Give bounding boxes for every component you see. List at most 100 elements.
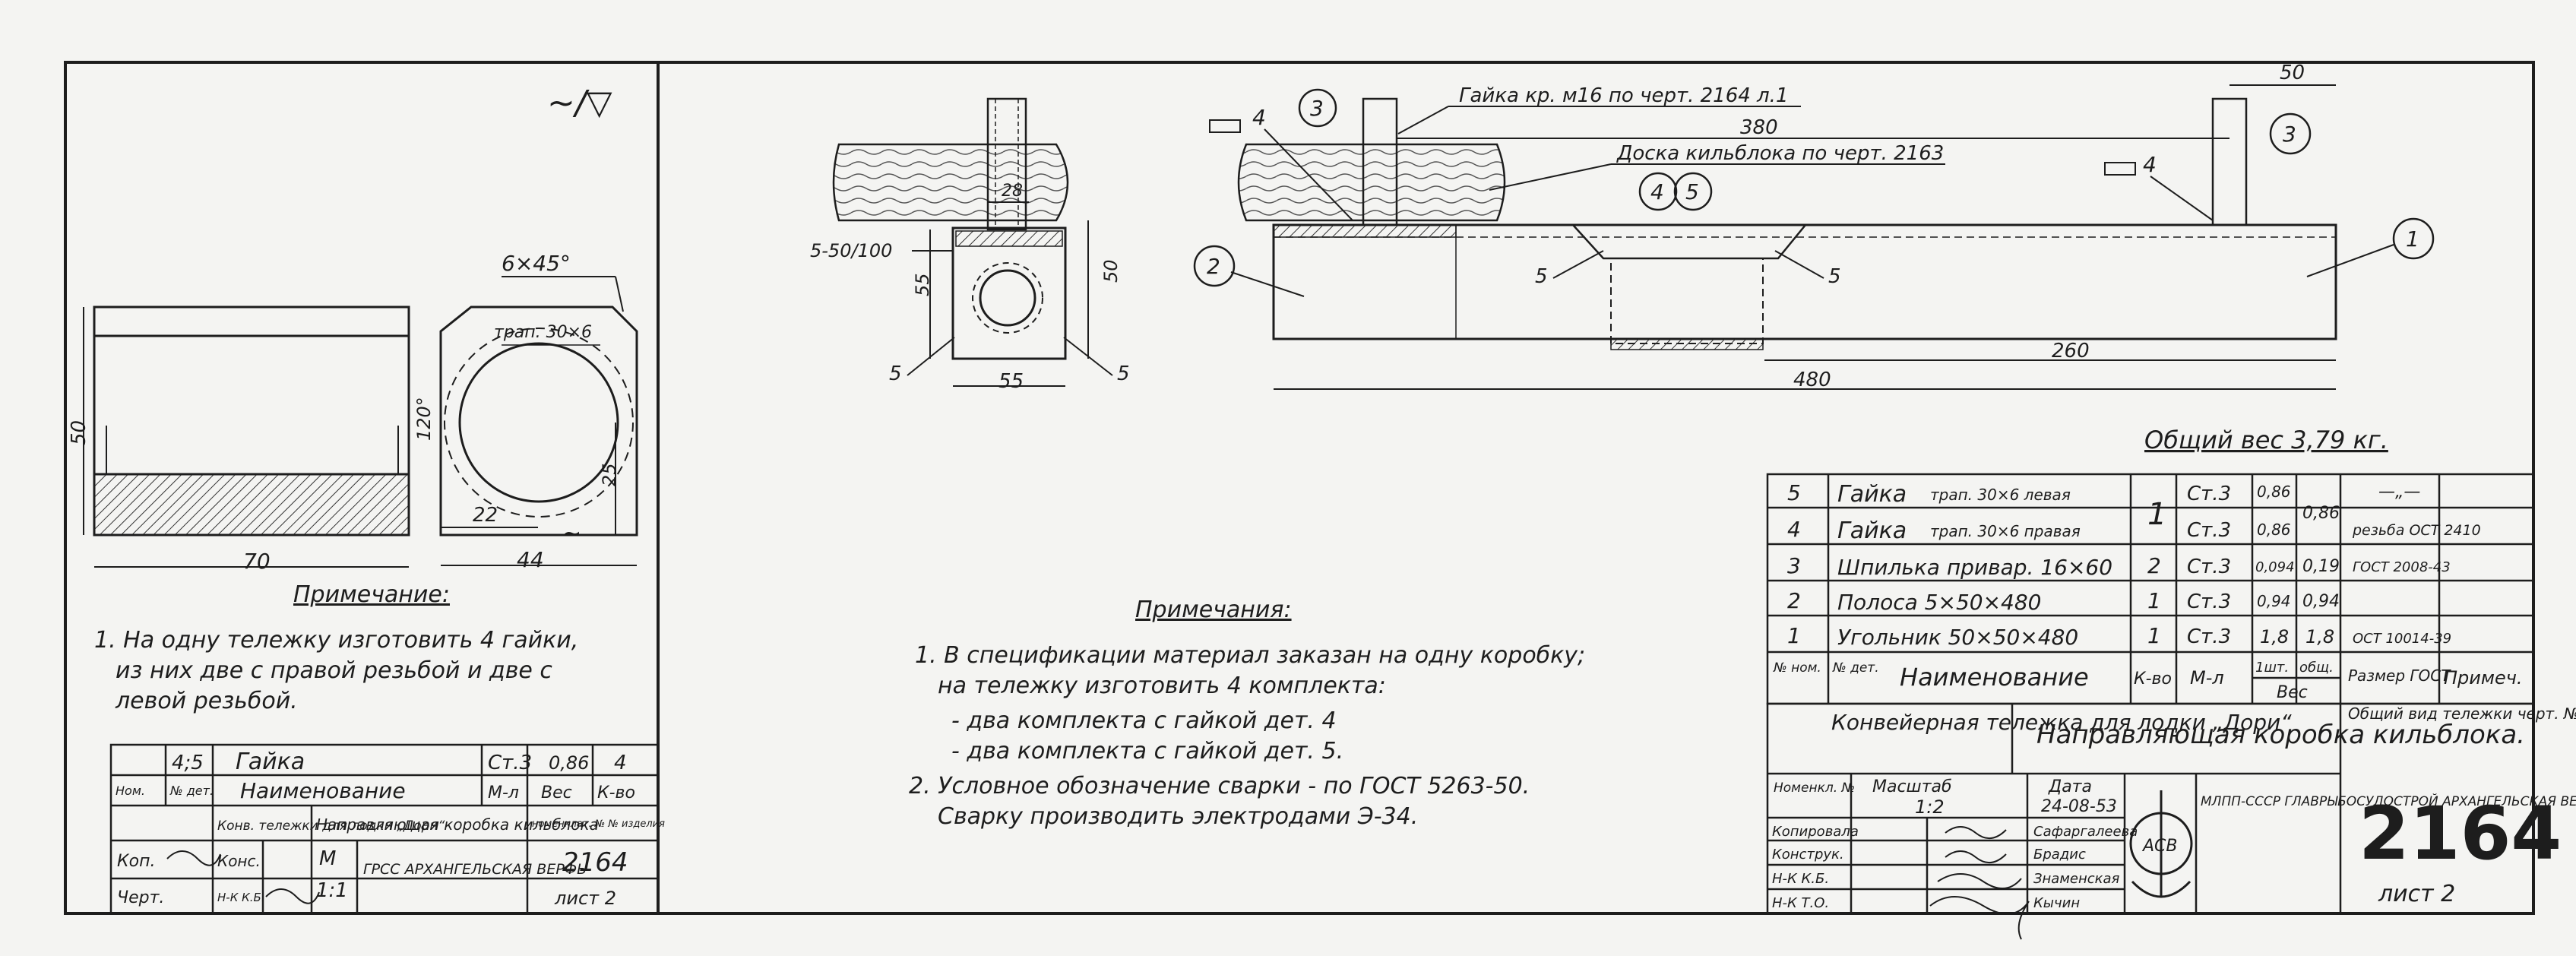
left-nk-label: Н-К К.Б. (217, 891, 265, 904)
role-copied: Копировала (1772, 824, 1859, 840)
tilde-mark: ~ (562, 521, 581, 547)
spec-hdr-name: Наименование (1900, 663, 2089, 692)
spec-w1-2: 0,94 (2257, 592, 2291, 610)
spec-mat-1: Ст.3 (2187, 625, 2231, 648)
title-scale-label: Масштаб (1872, 777, 1952, 796)
ref-mark-3-right: 3 (2283, 122, 2296, 147)
left-hdr-det: № дет. (169, 783, 214, 798)
spec-w1-1: 1,8 (2260, 626, 2289, 647)
spec-rows: 5 Гайка трап. 30×6 левая 1 Ст.3 0,86 0,8… (1787, 480, 2481, 650)
left-hdr-ml: М-л (488, 783, 519, 802)
title-general-view: Общий вид тележки черт. № 2163 (2348, 704, 2576, 723)
left-row-name: Гайка (236, 749, 305, 775)
left-drawing-number: 2164 (562, 847, 628, 878)
left-sheet-number: лист 2 (554, 888, 616, 909)
notes-line-1: 1. В спецификации материал заказан на од… (915, 642, 1585, 669)
spec-w2-3: 0,19 (2302, 557, 2340, 576)
spec-hdr-mat: М-л (2190, 667, 2224, 689)
ref-mark-4-center: 4 (1650, 179, 1664, 204)
left-note-line-2: из них две с правой резьбой и две с (116, 657, 552, 684)
role-designer: Конструк. (1772, 847, 1844, 863)
notes-line-5: 2. Условное обозначение сварки - по ГОСТ… (909, 773, 1530, 799)
dim-height: 50 (68, 420, 90, 445)
nut-front-view (439, 305, 638, 537)
spec-ref-4: резьба ОСТ 2410 (2352, 522, 2481, 539)
left-row-weight: 0,86 (549, 752, 589, 774)
weld-mark-5-left: 5 (889, 362, 902, 385)
signature-1 (1945, 826, 2007, 839)
spec-name-4: Гайка (1837, 518, 1907, 544)
dim-5-50-100: 5-50/100 (810, 240, 892, 261)
dim-50-top: 50 (2280, 62, 2305, 84)
spec-w1-3: 0,094 (2255, 559, 2295, 575)
role-head-to: Н-К Т.О. (1772, 895, 1829, 911)
left-note-title: Примечание: (293, 581, 450, 608)
dim-width: 70 (243, 549, 271, 574)
left-scale-label: М (319, 847, 336, 870)
person-3: Знаменская (2033, 871, 2120, 887)
total-weight: Общий вес 3,79 кг. (2144, 426, 2388, 454)
spec-name-5: Гайка (1837, 481, 1907, 508)
title-date-label: Дата (2048, 777, 2092, 796)
signature-2 (1945, 850, 2007, 863)
title-sheet: лист 2 (2378, 881, 2455, 907)
spec-w1-4: 0,86 (2257, 521, 2291, 539)
left-block-name: Направляющая коробка кильблока (316, 815, 599, 834)
spec-hdr-nom: № ном. (1773, 660, 1821, 676)
spec-hdr-w1: 1шт. (2255, 660, 2289, 676)
ref-mark-5-center: 5 (1685, 179, 1699, 204)
person-2: Брадис (2033, 847, 2086, 863)
person-4: Кычин (2033, 895, 2080, 911)
dim-25: 25 (599, 463, 620, 486)
title-nomen-label: Номенкл. № (1774, 780, 1855, 796)
left-row-qty: 4 (614, 752, 627, 774)
emblem-text: АСВ (2141, 837, 2178, 856)
spec-ref-1: ОСТ 10014-39 (2353, 631, 2451, 647)
left-kons-label: Конс. (217, 852, 261, 870)
ref-mark-2: 2 (1207, 254, 1220, 279)
role-head-kb: Н-К К.Б. (1772, 871, 1829, 887)
dim-380: 380 (1740, 116, 1778, 139)
spec-ref-3: ГОСТ 2008-43 (2353, 559, 2451, 575)
spec-qty-5-4: 1 (2147, 497, 2166, 532)
notes-line-2: на тележку изготовить 4 комплекта: (938, 673, 1386, 699)
spec-mat-2: Ст.3 (2187, 590, 2231, 613)
weld-mark-5-right: 5 (1117, 362, 1130, 385)
spec-qty-3: 2 (2147, 553, 2161, 578)
title-drawing-number: 2164 (2359, 791, 2562, 876)
spec-hdr-note: Примеч. (2444, 667, 2523, 689)
spec-hdr-ref: Размер ГОСТ (2348, 666, 2451, 685)
title-block-grid (1766, 702, 2535, 915)
notes-line-6: Сварку производить электродами Э-34. (938, 803, 1418, 830)
thread-label: трап. 30×6 (494, 323, 592, 342)
left-signature-1 (166, 850, 221, 866)
spec-sub-5: трап. 30×6 левая (1930, 486, 2071, 504)
spec-name-3: Шпилька привар. 16×60 (1837, 555, 2112, 580)
spec-ref-5: —„— (2378, 483, 2420, 502)
surface-finish-symbol: ~/▽ (547, 84, 612, 122)
title-scale: 1:2 (1915, 796, 1945, 818)
chamfer-label: 6×45° (502, 251, 571, 276)
spec-hdr-det: № дет. (1832, 660, 1879, 676)
left-signature-2 (265, 888, 320, 904)
signature-3 (1937, 873, 2022, 889)
left-scale: 1:1 (316, 879, 348, 902)
left-spec-table (109, 743, 660, 915)
left-hdr-nom: Ном. (116, 783, 145, 798)
title-name: Направляющая коробка кильблока. (2036, 720, 2525, 750)
left-org: ГРСС АРХАНГЕЛЬСКАЯ ВЕРФЬ (363, 861, 587, 878)
left-cert-label: Черт. (117, 888, 164, 907)
spec-mat-5: Ст.3 (2187, 483, 2231, 505)
ref-mark-3-left: 3 (1310, 96, 1324, 121)
spec-name-2: Полоса 5×50×480 (1837, 590, 2041, 615)
left-hdr-weight: Вес (541, 783, 572, 802)
spec-w1-5: 0,86 (2257, 483, 2291, 501)
spec-name-1: Угольник 50×50×480 (1837, 625, 2078, 650)
dim-28: 28 (1002, 182, 1023, 201)
left-note-line-1: 1. На одну тележку изготовить 4 гайки, (94, 627, 578, 654)
ref-mark-4-left: 4 (1252, 105, 1266, 130)
spec-pos-4: 4 (1787, 517, 1801, 542)
title-ministry: МЛПП-СССР ГЛАВРЫБОСУДОСТРОЙ АРХАНГЕЛЬСКА… (2201, 793, 2576, 809)
